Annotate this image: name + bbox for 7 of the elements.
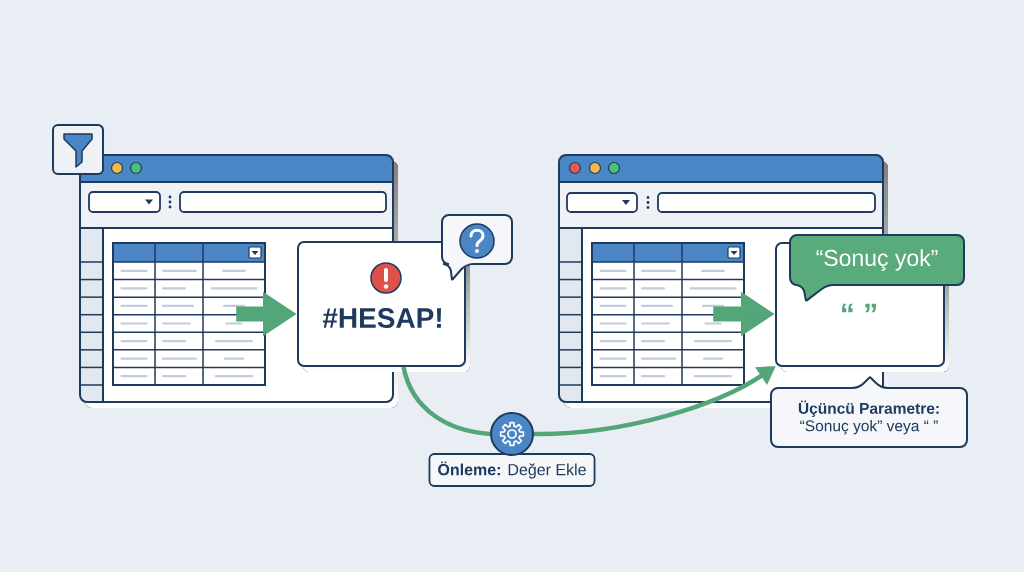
- table: [591, 242, 745, 386]
- gear-icon: [490, 412, 534, 456]
- callout: Üçüncü Parametre: “Sonuç yok” veya “ ”: [770, 376, 968, 448]
- label: Önleme: Değer Ekle: [428, 453, 596, 487]
- table: [112, 242, 266, 386]
- error-box: #HESAP!: [297, 241, 470, 372]
- speech-bubble: “Sonuç yok”: [789, 234, 965, 302]
